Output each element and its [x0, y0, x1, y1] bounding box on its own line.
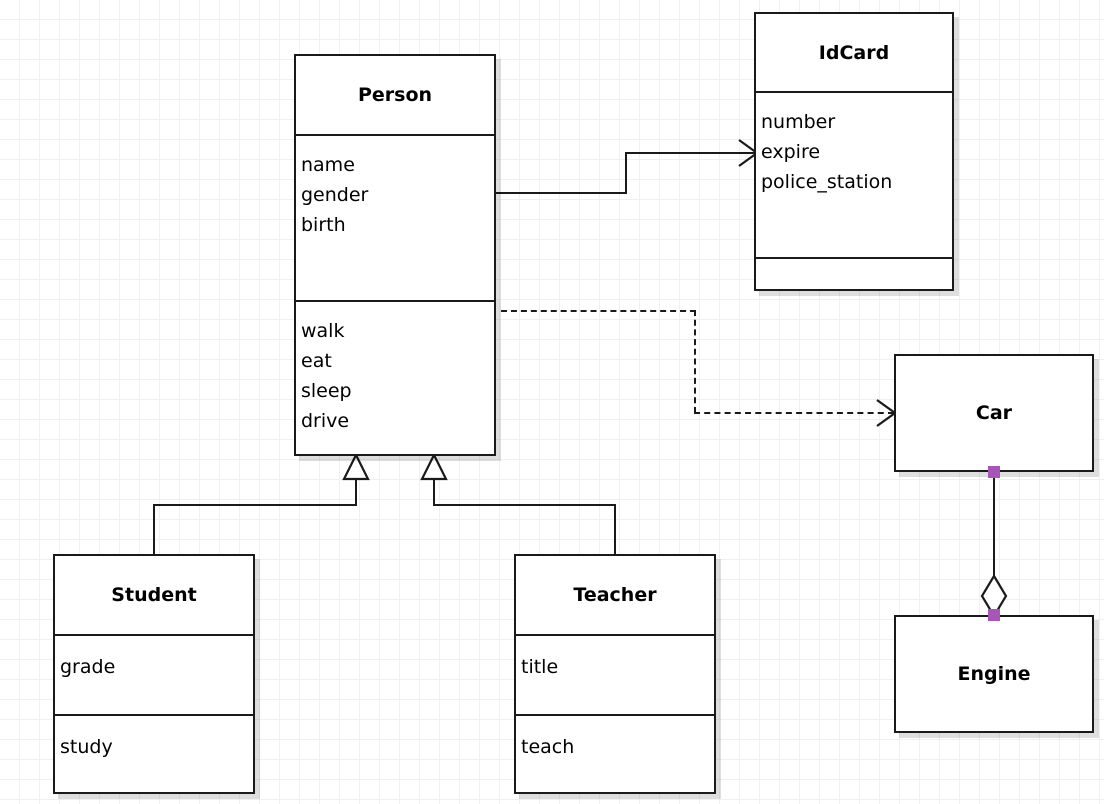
class-box-person[interactable]: Person name gender birth walk eat sleep … — [294, 54, 496, 456]
class-attributes-teacher: title — [516, 634, 714, 714]
attribute-item: title — [521, 656, 559, 678]
class-title-student: Student — [55, 556, 253, 634]
gen-teacher-person-segment-2 — [433, 504, 616, 506]
class-title-person: Person — [296, 56, 494, 134]
class-title-engine: Engine — [896, 617, 1092, 731]
class-name-engine: Engine — [957, 663, 1031, 685]
class-name-person: Person — [357, 84, 433, 106]
gen-teacher-person-segment-3 — [614, 504, 616, 554]
method-item: teach — [521, 736, 575, 758]
class-title-car: Car — [896, 356, 1092, 470]
attribute-item: number — [761, 111, 836, 133]
method-item: drive — [301, 410, 350, 432]
class-box-idcard[interactable]: IdCard number expire police_station — [754, 12, 954, 291]
attribute-item: gender — [301, 184, 369, 206]
attribute-item: name — [301, 154, 355, 176]
class-box-teacher[interactable]: Teacher title teach — [514, 554, 716, 794]
attribute-item: expire — [761, 141, 821, 163]
class-methods-student: study — [55, 714, 253, 792]
method-item: walk — [301, 320, 345, 342]
gen-teacher-person-segment-1 — [433, 472, 435, 506]
attribute-item: birth — [301, 214, 346, 236]
attribute-item: police_station — [761, 171, 893, 193]
assoc-person-idcard-segment-1 — [496, 192, 627, 194]
assoc-person-idcard-segment-3 — [625, 152, 755, 154]
class-box-engine[interactable]: Engine — [894, 615, 1094, 733]
class-attributes-idcard: number expire police_station — [756, 91, 952, 257]
class-name-teacher: Teacher — [573, 584, 657, 606]
gen-student-person-segment-3 — [153, 504, 155, 554]
class-title-teacher: Teacher — [516, 556, 714, 634]
selection-handle-car-end[interactable] — [988, 466, 1000, 478]
class-attributes-student: grade — [55, 634, 253, 714]
gen-student-person-segment-2 — [153, 504, 357, 506]
dep-person-car-segment-3 — [694, 412, 894, 414]
selection-handle-engine-end[interactable] — [988, 609, 1000, 621]
class-methods-idcard — [756, 257, 952, 289]
class-name-student: Student — [111, 584, 197, 606]
class-methods-person: walk eat sleep drive — [296, 300, 494, 454]
class-box-student[interactable]: Student grade study — [53, 554, 255, 794]
attribute-item: grade — [60, 656, 116, 678]
class-name-idcard: IdCard — [818, 41, 890, 64]
agg-car-engine-segment — [993, 472, 995, 604]
method-item: sleep — [301, 380, 352, 402]
gen-student-person-segment-1 — [355, 472, 357, 506]
class-title-idcard: IdCard — [756, 14, 952, 91]
class-attributes-person: name gender birth — [296, 134, 494, 300]
class-name-car: Car — [975, 402, 1013, 424]
dep-person-car-segment-2 — [694, 310, 696, 413]
method-item: study — [60, 736, 113, 758]
dep-person-car-segment-1 — [501, 310, 696, 312]
assoc-person-idcard-segment-2 — [625, 152, 627, 194]
class-methods-teacher: teach — [516, 714, 714, 792]
method-item: eat — [301, 350, 332, 372]
class-box-car[interactable]: Car — [894, 354, 1094, 472]
